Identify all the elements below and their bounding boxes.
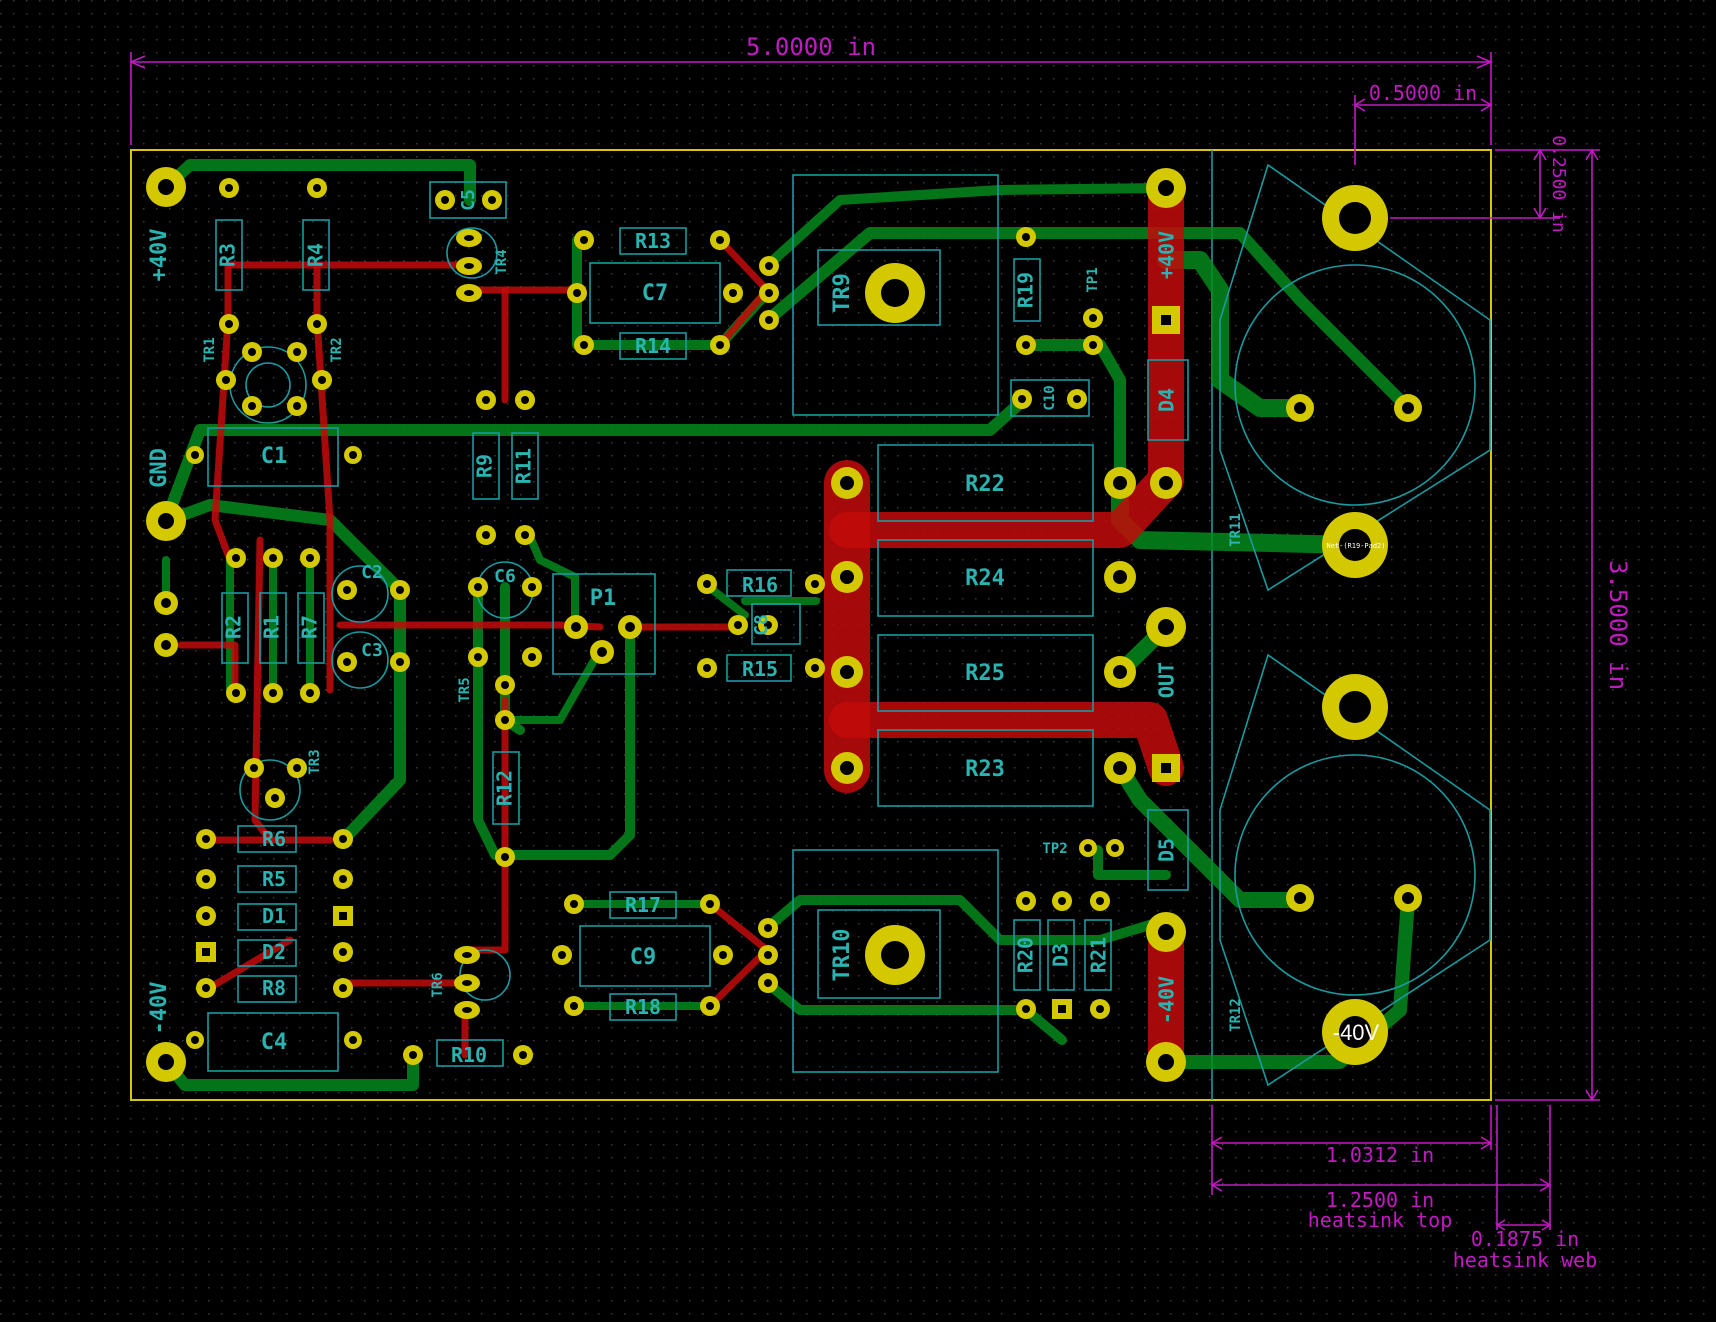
- ref-tr10: TR10: [830, 929, 855, 982]
- dim-heatsink-top-dist: 1.0312 in: [1326, 1143, 1434, 1167]
- ref-tr3: TR3: [307, 749, 323, 774]
- ref-tp1: TP1: [1085, 267, 1101, 292]
- ref-c10: C10: [1042, 385, 1058, 410]
- ref-r18: R18: [625, 995, 661, 1019]
- label-minus40v-strip: -40V: [1155, 976, 1179, 1024]
- ref-c6: C6: [494, 566, 516, 587]
- ref-c2: C2: [361, 562, 383, 583]
- ref-tr9: TR9: [830, 273, 855, 313]
- ref-c7: C7: [642, 281, 669, 306]
- ref-d1: D1: [262, 904, 286, 928]
- ref-r19: R19: [1014, 272, 1038, 308]
- net-label: Net-(R19-Pad2): [1326, 542, 1385, 550]
- label-plus40v: +40V: [147, 229, 172, 282]
- ref-r10: R10: [451, 1043, 487, 1067]
- ref-c9: C9: [630, 945, 657, 970]
- ref-tr6: TR6: [430, 972, 446, 997]
- ref-tr12: TR12: [1228, 998, 1244, 1032]
- ref-c4: C4: [261, 1030, 288, 1055]
- label-out: OUT: [1155, 662, 1179, 698]
- ref-r25: R25: [965, 661, 1005, 686]
- ref-c3: C3: [361, 640, 383, 661]
- label-gnd: GND: [147, 448, 172, 488]
- ref-tr2: TR2: [329, 337, 345, 362]
- ref-tr5: TR5: [457, 677, 473, 702]
- ref-r8: R8: [262, 976, 286, 1000]
- ref-r4: R4: [304, 243, 328, 267]
- ref-d2: D2: [262, 940, 286, 964]
- ref-tr4: TR4: [494, 249, 510, 274]
- ref-r13: R13: [635, 229, 671, 253]
- ref-r11: R11: [512, 448, 536, 484]
- ref-r2: R2: [222, 615, 246, 639]
- ref-tp2: TP2: [1042, 841, 1067, 857]
- ref-c8: C8: [751, 614, 772, 636]
- ref-r23: R23: [965, 757, 1005, 782]
- pads-layer: [146, 167, 1422, 1082]
- dim-mount-y: 0.2500 in: [1548, 135, 1569, 233]
- ref-r14: R14: [635, 334, 671, 358]
- ref-d5: D5: [1155, 838, 1179, 862]
- dim-board-width: 5.0000 in: [746, 33, 876, 61]
- dim-heatsink-top-label: heatsink top: [1308, 1208, 1453, 1232]
- ref-r7: R7: [298, 615, 322, 639]
- ref-p1: P1: [590, 586, 617, 611]
- dim-heatsink-top: 1.2500 in: [1326, 1188, 1434, 1212]
- ref-c5: C5: [458, 189, 479, 211]
- ref-r5: R5: [262, 867, 286, 891]
- ref-r24: R24: [965, 566, 1005, 591]
- label-plus40v-strip: +40V: [1155, 231, 1179, 279]
- dim-mount-x: 0.5000 in: [1369, 81, 1477, 105]
- ref-r3: R3: [216, 243, 240, 267]
- reference-designators: R3 R4 C5 TR4 R13 C7 R14 TR9 R19 TP1 C10 …: [147, 189, 1386, 1067]
- ref-r22: R22: [965, 472, 1005, 497]
- ref-tr1: TR1: [202, 337, 218, 362]
- ref-r6: R6: [262, 827, 286, 851]
- label-minus40v: -40V: [147, 982, 172, 1035]
- silkscreen-layer: [207, 163, 1491, 1087]
- dim-board-height: 3.5000 in: [1604, 560, 1632, 690]
- dim-heatsink-web-label: heatsink web: [1453, 1248, 1598, 1272]
- ref-d4: D4: [1155, 388, 1179, 412]
- ref-r9: R9: [473, 454, 497, 478]
- ref-r15: R15: [742, 657, 778, 681]
- ref-r16: R16: [742, 573, 778, 597]
- ref-r12: R12: [493, 770, 517, 806]
- ref-r17: R17: [625, 893, 661, 917]
- ref-r1: R1: [260, 615, 284, 639]
- board-edge: [130, 149, 1492, 1101]
- ref-d3: D3: [1049, 943, 1073, 967]
- dimension-layer: 5.0000 in 0.5000 in 0.2500 in 3.5000 in …: [128, 33, 1632, 1272]
- ref-tr11: TR11: [1228, 513, 1244, 547]
- label-minus40v-pad: -40V: [1333, 1020, 1380, 1045]
- ref-c1: C1: [261, 444, 288, 469]
- dim-heatsink-web: 0.1875 in: [1471, 1227, 1579, 1251]
- ref-r21: R21: [1087, 937, 1111, 973]
- ref-r20: R20: [1014, 937, 1038, 973]
